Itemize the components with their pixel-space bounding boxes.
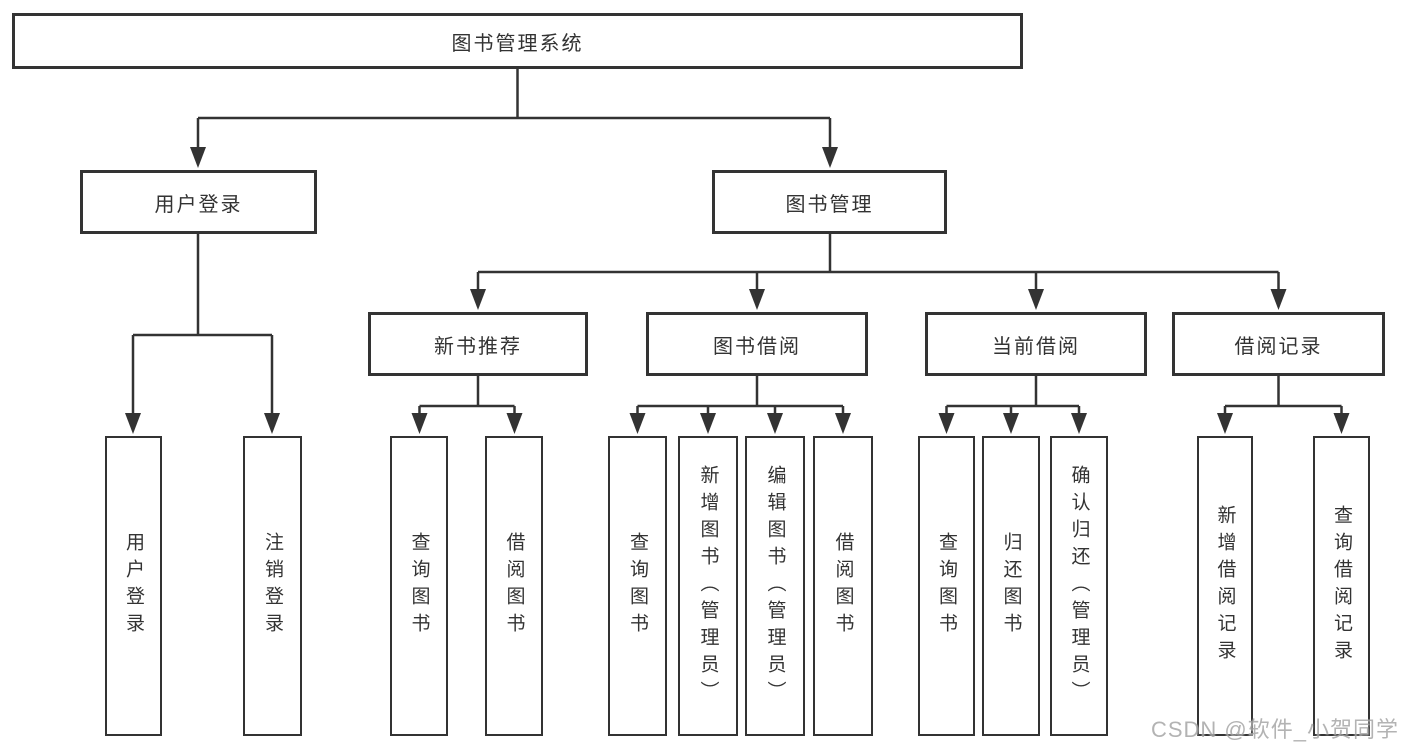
connector-root-to-level2 xyxy=(196,69,832,150)
leaf-logout: 注销登录 xyxy=(243,436,302,736)
connector-currentborrow-to-leaves xyxy=(945,375,1081,417)
leaf-label: 查询借阅记录 xyxy=(1331,505,1352,667)
leaf-label: 查询图书 xyxy=(408,532,430,640)
arrow-icon xyxy=(749,289,765,310)
arrow-icon xyxy=(1217,413,1233,434)
arrow-icon xyxy=(411,413,428,434)
connector-bookborrow-to-leaves xyxy=(636,375,845,417)
arrow-icon xyxy=(1028,289,1044,310)
node-label: 图书借阅 xyxy=(713,335,801,358)
connector-userlogin-to-leaves xyxy=(131,234,274,416)
node-book-management: 图书管理 xyxy=(712,170,947,234)
node-current-borrowing: 当前借阅 xyxy=(925,312,1147,376)
leaf-label: 注销登录 xyxy=(262,532,283,640)
connector-borrowrecord-to-leaves xyxy=(1223,375,1343,417)
arrow-icon xyxy=(1003,413,1019,434)
arrow-icon xyxy=(1270,289,1287,310)
leaf-label: 编辑图书（管理员） xyxy=(764,464,786,708)
leaf-confirm-return-admin: 确认归还（管理员） xyxy=(1050,436,1108,736)
leaf-borrow-books: 借阅图书 xyxy=(813,436,873,736)
node-label: 用户登录 xyxy=(154,193,243,216)
arrow-icon xyxy=(767,413,783,434)
leaf-edit-books-admin: 编辑图书（管理员） xyxy=(745,436,805,736)
arrow-icon xyxy=(629,413,646,434)
leaf-query-borrow-record: 查询借阅记录 xyxy=(1313,436,1370,736)
node-label: 借阅记录 xyxy=(1234,335,1323,358)
leaf-add-books-admin: 新增图书（管理员） xyxy=(678,436,738,736)
arrowheads xyxy=(125,147,1350,434)
connector-newbook-to-leaves xyxy=(418,375,516,417)
arrow-icon xyxy=(264,413,280,434)
connector-bookmgmt-to-branches xyxy=(476,234,1280,292)
leaf-label: 新增图书（管理员） xyxy=(697,464,719,708)
leaf-return-books: 归还图书 xyxy=(982,436,1040,736)
arrow-icon xyxy=(125,413,141,434)
node-library-management-system: 图书管理系统 xyxy=(12,13,1023,69)
leaf-label: 借阅图书 xyxy=(832,532,854,640)
leaf-add-borrow-record: 新增借阅记录 xyxy=(1197,436,1253,736)
leaf-user-login: 用户登录 xyxy=(105,436,162,736)
arrow-icon xyxy=(506,413,523,434)
leaf-label: 新增借阅记录 xyxy=(1214,505,1236,667)
arrow-icon xyxy=(1333,413,1350,434)
node-new-book-recommend: 新书推荐 xyxy=(368,312,588,376)
arrow-icon xyxy=(938,413,955,434)
leaf-label: 查询图书 xyxy=(627,532,648,640)
leaf-newbook-borrow-books: 借阅图书 xyxy=(485,436,543,736)
node-label: 新书推荐 xyxy=(434,335,522,358)
leaf-newbook-query-books: 查询图书 xyxy=(390,436,448,736)
leaf-borrow-query-books: 查询图书 xyxy=(608,436,667,736)
node-label: 图书管理 xyxy=(785,193,874,216)
arrow-icon xyxy=(822,147,838,168)
leaf-current-query-books: 查询图书 xyxy=(918,436,975,736)
arrow-icon xyxy=(835,413,851,434)
arrow-icon xyxy=(1071,413,1087,434)
node-label: 当前借阅 xyxy=(992,335,1080,358)
leaf-label: 查询图书 xyxy=(936,532,957,640)
arrow-icon xyxy=(700,413,716,434)
node-borrowing-records: 借阅记录 xyxy=(1172,312,1385,376)
leaf-label: 用户登录 xyxy=(123,532,144,640)
arrow-icon xyxy=(470,289,486,310)
leaf-label: 借阅图书 xyxy=(503,532,525,640)
node-book-borrowing: 图书借阅 xyxy=(646,312,868,376)
arrow-icon xyxy=(190,147,206,168)
leaf-label: 归还图书 xyxy=(1000,532,1022,640)
node-user-login: 用户登录 xyxy=(80,170,317,234)
leaf-label: 确认归还（管理员） xyxy=(1068,464,1090,708)
node-label: 图书管理系统 xyxy=(451,32,584,55)
